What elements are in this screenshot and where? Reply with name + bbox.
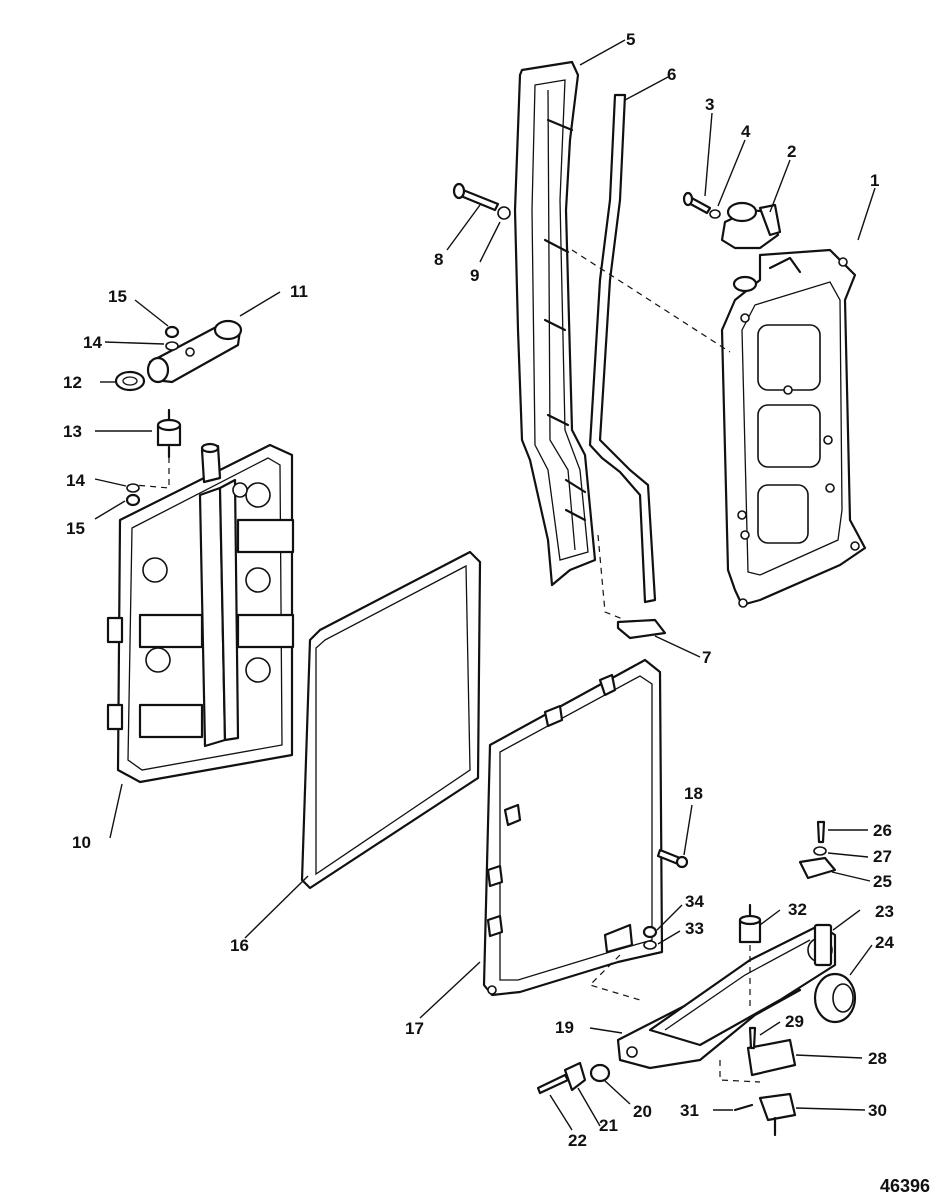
callout-14-lower: 14: [66, 471, 85, 490]
part-14-washer-upper: [165, 341, 179, 351]
callout-28: 28: [868, 1049, 887, 1068]
callout-24: 24: [875, 933, 894, 952]
callout-9: 9: [470, 266, 479, 285]
part-18-screw: [656, 848, 689, 869]
callout-17: 17: [405, 1019, 424, 1038]
callout-22: 22: [568, 1131, 587, 1150]
part-9-washer: [497, 206, 511, 220]
part-31-pin: [733, 1103, 754, 1112]
part-1-exhaust-plate: [720, 248, 867, 608]
part-7-pad: [616, 618, 667, 640]
part-6-gasket-strip: [588, 93, 657, 604]
part-15-nut-upper: [164, 325, 180, 339]
part-16-gasket: [300, 550, 482, 890]
callout-15-lower: 15: [66, 519, 85, 538]
part-26-screw: [816, 820, 826, 844]
callout-25: 25: [873, 872, 892, 891]
callout-10: 10: [72, 833, 91, 852]
callout-20: 20: [633, 1102, 652, 1121]
part-17-plate: [482, 658, 664, 997]
part-33-washer: [643, 940, 657, 950]
part-10-exhaust-cover: [106, 442, 295, 784]
part-30-bracket: [758, 1092, 797, 1137]
part-32-mount: [738, 903, 762, 944]
part-21-clip: [563, 1061, 587, 1092]
callout-7: 7: [702, 648, 711, 667]
callout-labels: 1 2 3 4 5 6 7 8 9 10 11 12 13 14 14 15 1…: [63, 30, 894, 1150]
part-28-clip: [746, 1038, 797, 1077]
part-23-block: [813, 923, 833, 967]
callout-32: 32: [788, 900, 807, 919]
callout-5: 5: [626, 30, 635, 49]
callout-30: 30: [868, 1101, 887, 1120]
part-27-washer: [813, 846, 827, 856]
callout-16: 16: [230, 936, 249, 955]
callout-33: 33: [685, 919, 704, 938]
part-12-grommet: [114, 370, 146, 392]
figure-id: 46396: [880, 1176, 930, 1196]
callout-19: 19: [555, 1018, 574, 1037]
callout-3: 3: [705, 95, 714, 114]
callout-27: 27: [873, 847, 892, 866]
callout-1: 1: [870, 171, 879, 190]
callout-8: 8: [434, 250, 443, 269]
part-24-bushing: [813, 972, 857, 1024]
callout-12: 12: [63, 373, 82, 392]
callout-6: 6: [667, 65, 676, 84]
part-22-screw: [536, 1073, 570, 1095]
callout-21: 21: [599, 1116, 618, 1135]
callout-23: 23: [875, 902, 894, 921]
part-15-nut-lower: [125, 493, 141, 507]
part-11-bracket: [146, 319, 243, 384]
callout-14-upper: 14: [83, 333, 102, 352]
callout-29: 29: [785, 1012, 804, 1031]
part-20-grommet: [589, 1063, 611, 1083]
part-34-nut: [642, 925, 658, 939]
part-8-bolt: [452, 182, 500, 212]
callout-11: 11: [290, 282, 308, 301]
callout-34: 34: [685, 892, 704, 911]
callout-26: 26: [873, 821, 892, 840]
part-14-washer-lower: [126, 483, 140, 493]
callout-2: 2: [787, 142, 796, 161]
callout-31: 31: [680, 1101, 699, 1120]
callout-4: 4: [741, 122, 751, 141]
callout-13: 13: [63, 422, 82, 441]
part-4-washer: [709, 209, 721, 219]
alignment-lines: [134, 249, 761, 1083]
part-13-mount: [156, 408, 182, 459]
part-25-bracket: [798, 856, 837, 880]
part-29-screw: [748, 1026, 757, 1050]
callout-15-upper: 15: [108, 287, 127, 306]
leader-lines: [94, 39, 876, 1131]
callout-18: 18: [684, 784, 703, 803]
part-5-divider-plate: [513, 60, 597, 587]
part-2-elbow-fitting: [720, 201, 782, 250]
part-3-screw: [682, 191, 712, 215]
